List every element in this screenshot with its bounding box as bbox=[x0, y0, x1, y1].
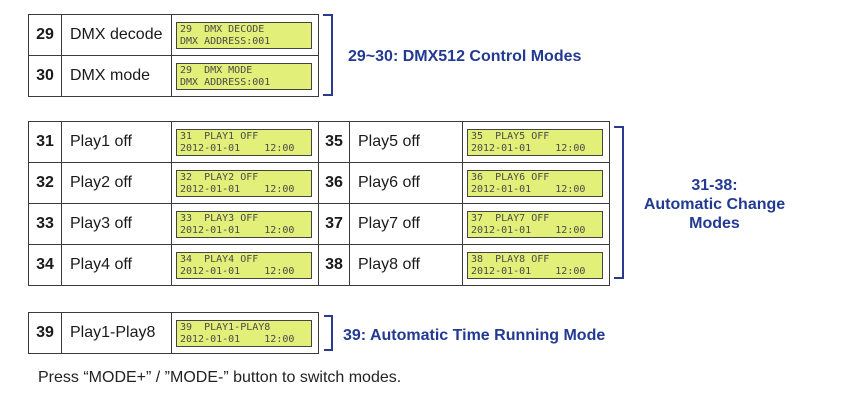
mode-name: Play1 off bbox=[61, 121, 172, 163]
mode-name: Play1-Play8 bbox=[61, 312, 172, 354]
mode-number: 29 bbox=[28, 14, 62, 56]
mode-name: Play2 off bbox=[61, 162, 172, 204]
mode-name: Play3 off bbox=[61, 203, 172, 245]
mode-name: Play8 off bbox=[349, 244, 463, 286]
mode-name: Play4 off bbox=[61, 244, 172, 286]
mode-number: 32 bbox=[28, 162, 62, 204]
bracket-auto-change bbox=[614, 126, 624, 279]
mode-number: 33 bbox=[28, 203, 62, 245]
auto-change-label: 31-38: Automatic Change Modes bbox=[643, 177, 786, 232]
mode-number: 39 bbox=[28, 312, 62, 354]
mode-name: DMX decode bbox=[61, 14, 172, 56]
mode-name: Play5 off bbox=[349, 121, 463, 163]
mode-name: Play7 off bbox=[349, 203, 463, 245]
mode-number: 34 bbox=[28, 244, 62, 286]
mode-number: 35 bbox=[318, 121, 350, 163]
mode-name: DMX mode bbox=[61, 55, 172, 97]
mode-number: 30 bbox=[28, 55, 62, 97]
mode-number: 37 bbox=[318, 203, 350, 245]
mode-number: 36 bbox=[318, 162, 350, 204]
bracket-time-running bbox=[324, 315, 333, 351]
mode-number: 38 bbox=[318, 244, 350, 286]
mode-name: Play6 off bbox=[349, 162, 463, 204]
mode-number: 31 bbox=[28, 121, 62, 163]
footer-instruction: Press “MODE+” / ”MODE-” button to switch… bbox=[38, 369, 402, 386]
bracket-dmx bbox=[323, 14, 333, 96]
dmx-modes-label: 29~30: DMX512 Control Modes bbox=[348, 48, 582, 65]
time-running-label: 39: Automatic Time Running Mode bbox=[343, 327, 606, 344]
